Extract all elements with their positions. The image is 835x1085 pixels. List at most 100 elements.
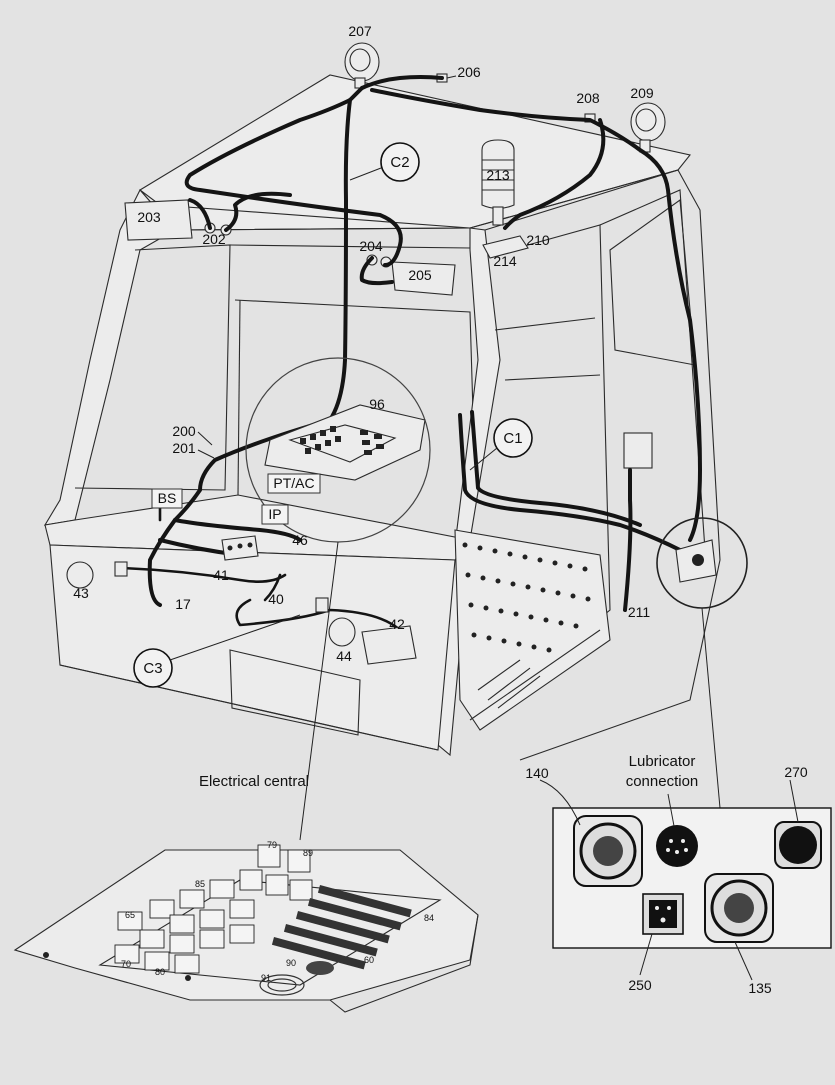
callout-202: 202 (202, 231, 226, 247)
harness-202 (188, 191, 292, 232)
work-light-box-205 (391, 261, 456, 296)
front-lower-edge (59, 664, 439, 751)
harness-c1-b (470, 410, 642, 527)
harness-c2-upper (184, 86, 403, 267)
callout-96: 96 (369, 396, 385, 412)
callout-46: 46 (292, 532, 308, 548)
callout-203: 203 (137, 209, 161, 225)
rear-pillar (599, 189, 706, 551)
callout-42: 42 (389, 616, 405, 632)
floor-logo (477, 659, 541, 709)
callout-211: 211 (628, 604, 651, 620)
tag-box-ip (261, 504, 289, 525)
callout-140: 140 (525, 765, 549, 781)
callout-214: 214 (493, 253, 517, 269)
dashboard-components (66, 535, 417, 665)
central-79: 79 (267, 840, 277, 850)
left-pillar (43, 189, 176, 526)
leader-connectors (701, 607, 721, 809)
harness-c2-down (328, 98, 352, 422)
beacon-mount (492, 206, 504, 226)
label-lubricator-line1: Lubricator (629, 753, 696, 770)
electrical-central-small (264, 404, 426, 481)
connector-250 (642, 893, 684, 935)
harness-roof-right (370, 88, 702, 542)
connector-270 (774, 821, 822, 869)
callout-209: 209 (630, 85, 654, 101)
tag-bs: BS (158, 490, 177, 506)
front-access-panel (229, 649, 361, 736)
circuit-label-c3: C3 (143, 660, 162, 677)
wiring-harness (118, 75, 702, 632)
callout-201: 201 (172, 440, 196, 456)
floor-edge (469, 629, 601, 721)
callout-135: 135 (748, 980, 772, 996)
central-65: 65 (125, 910, 135, 920)
callout-208: 208 (576, 90, 600, 106)
callout-207: 207 (348, 23, 372, 39)
circuit-label-c1: C1 (503, 430, 522, 447)
door-track-2 (504, 374, 601, 381)
callout-206: 206 (457, 64, 481, 80)
tag-box-ptac (267, 473, 321, 494)
callout-205: 205 (408, 267, 432, 283)
callout-40: 40 (268, 591, 284, 607)
grommet-44 (315, 597, 329, 613)
floor-pattern (462, 542, 591, 653)
circuit-bubble-c1 (493, 418, 533, 458)
circuit-bubble-c2 (380, 142, 420, 182)
leader-135 (734, 941, 753, 981)
central-70: 70 (121, 959, 131, 969)
harness-204 (359, 256, 394, 286)
central-85: 85 (195, 879, 205, 889)
tag-box-bs (151, 488, 183, 509)
harness-c1 (458, 413, 682, 552)
harness-210 (503, 118, 606, 230)
callout-204: 204 (359, 238, 383, 254)
callouts: 207 206 208 209 213 210 214 203 202 204 … (73, 23, 808, 996)
grommet-43 (114, 561, 128, 577)
lubricator-connector (656, 825, 698, 867)
central-callouts: 79 89 85 65 70 80 84 90 91 60 (121, 840, 434, 983)
harness-211 (623, 468, 633, 612)
harness-206 (360, 75, 444, 90)
central-60: 60 (364, 955, 374, 965)
callout-17: 17 (175, 596, 191, 612)
label-electrical-central: Electrical central (199, 773, 309, 790)
leader-140 (539, 779, 581, 826)
lamp-44 (328, 617, 356, 647)
central-80: 80 (155, 967, 165, 977)
tag-ip: IP (268, 506, 281, 522)
leader-central (299, 541, 339, 841)
circuit-label-c2: C2 (390, 154, 409, 171)
callout-43: 43 (73, 585, 89, 601)
electrical-central-large (13, 844, 479, 1013)
circuit-bubble-c3 (133, 648, 173, 688)
callout-250: 250 (628, 977, 652, 993)
box-211 (623, 432, 653, 469)
callout-44: 44 (336, 648, 352, 664)
leader-250 (639, 933, 653, 976)
work-light-box-203 (124, 199, 193, 241)
callout-210: 210 (526, 232, 550, 248)
door-track (494, 317, 596, 331)
label-lubricator-line2: connection (626, 773, 699, 790)
right-door-frame (484, 169, 721, 761)
central-91: 91 (261, 973, 271, 983)
plate-214 (482, 235, 529, 259)
central-90: 90 (286, 958, 296, 968)
left-window-frame (74, 244, 231, 491)
connector-140 (573, 815, 643, 887)
box-42 (361, 625, 417, 665)
leader-lubricator (667, 793, 675, 827)
harness-c3 (118, 566, 402, 632)
callout-41: 41 (213, 567, 229, 583)
tag-ptac: PT/AC (273, 475, 314, 491)
harness-40 (263, 573, 282, 602)
harness-dash-left (147, 418, 332, 607)
connector-135 (704, 873, 774, 943)
leader-270 (789, 779, 799, 823)
lamp-43 (66, 561, 94, 589)
